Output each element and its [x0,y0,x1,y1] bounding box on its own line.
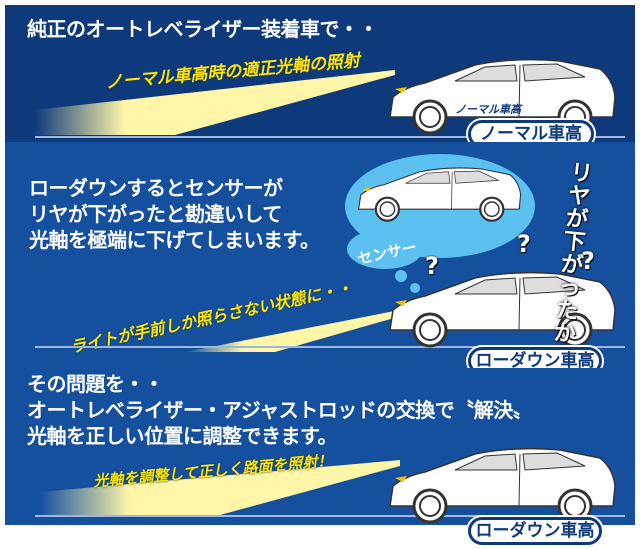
headlight-beam [35,70,395,135]
section-normal-height: 純正のオートレベライザー装着車で・・ ノーマル車高時の適正光軸の照射 ノーマル車… [5,5,635,142]
question-mark: ? [581,247,595,275]
section2-line-1: ローダウンするとセンサーが [29,176,283,200]
section1-heading: 純正のオートレベライザー装着車で・・ [27,17,379,41]
section2-line-2: リヤが下がったと勘違いして [29,202,282,226]
ground-line [35,515,625,517]
section-lowdown-problem: ローダウンするとセンサーが リヤが下がったと勘違いして 光軸を極端に下げてしまい… [5,142,635,370]
lowdown-height-badge: ローダウン車高 [468,517,602,545]
car-door-label: ノーマル車高 [455,103,521,116]
section3-line-1: その問題を・・ [27,372,164,396]
headlight-beam [185,307,415,352]
ground-line [35,136,625,138]
section3-line-3: 光軸を正しい位置に調整できます。 [27,424,338,448]
section-solution: その問題を・・ オートレベライザー・アジャストロッドの交換で〝解決〟 光軸を正し… [5,368,635,525]
car-illustration [388,447,617,524]
bubble-dots [395,270,420,293]
ground-line [35,346,625,348]
thought-bubble [345,154,535,269]
question-mark: ? [517,230,531,258]
car-illustration [388,271,617,348]
headlight-beam [40,460,400,515]
section2-line-3: 光軸を極端に下げてしまいます。 [29,228,320,252]
section3-line-2: オートレベライザー・アジャストロッドの交換で〝解決〟 [27,398,533,422]
question-mark: ? [425,252,439,280]
